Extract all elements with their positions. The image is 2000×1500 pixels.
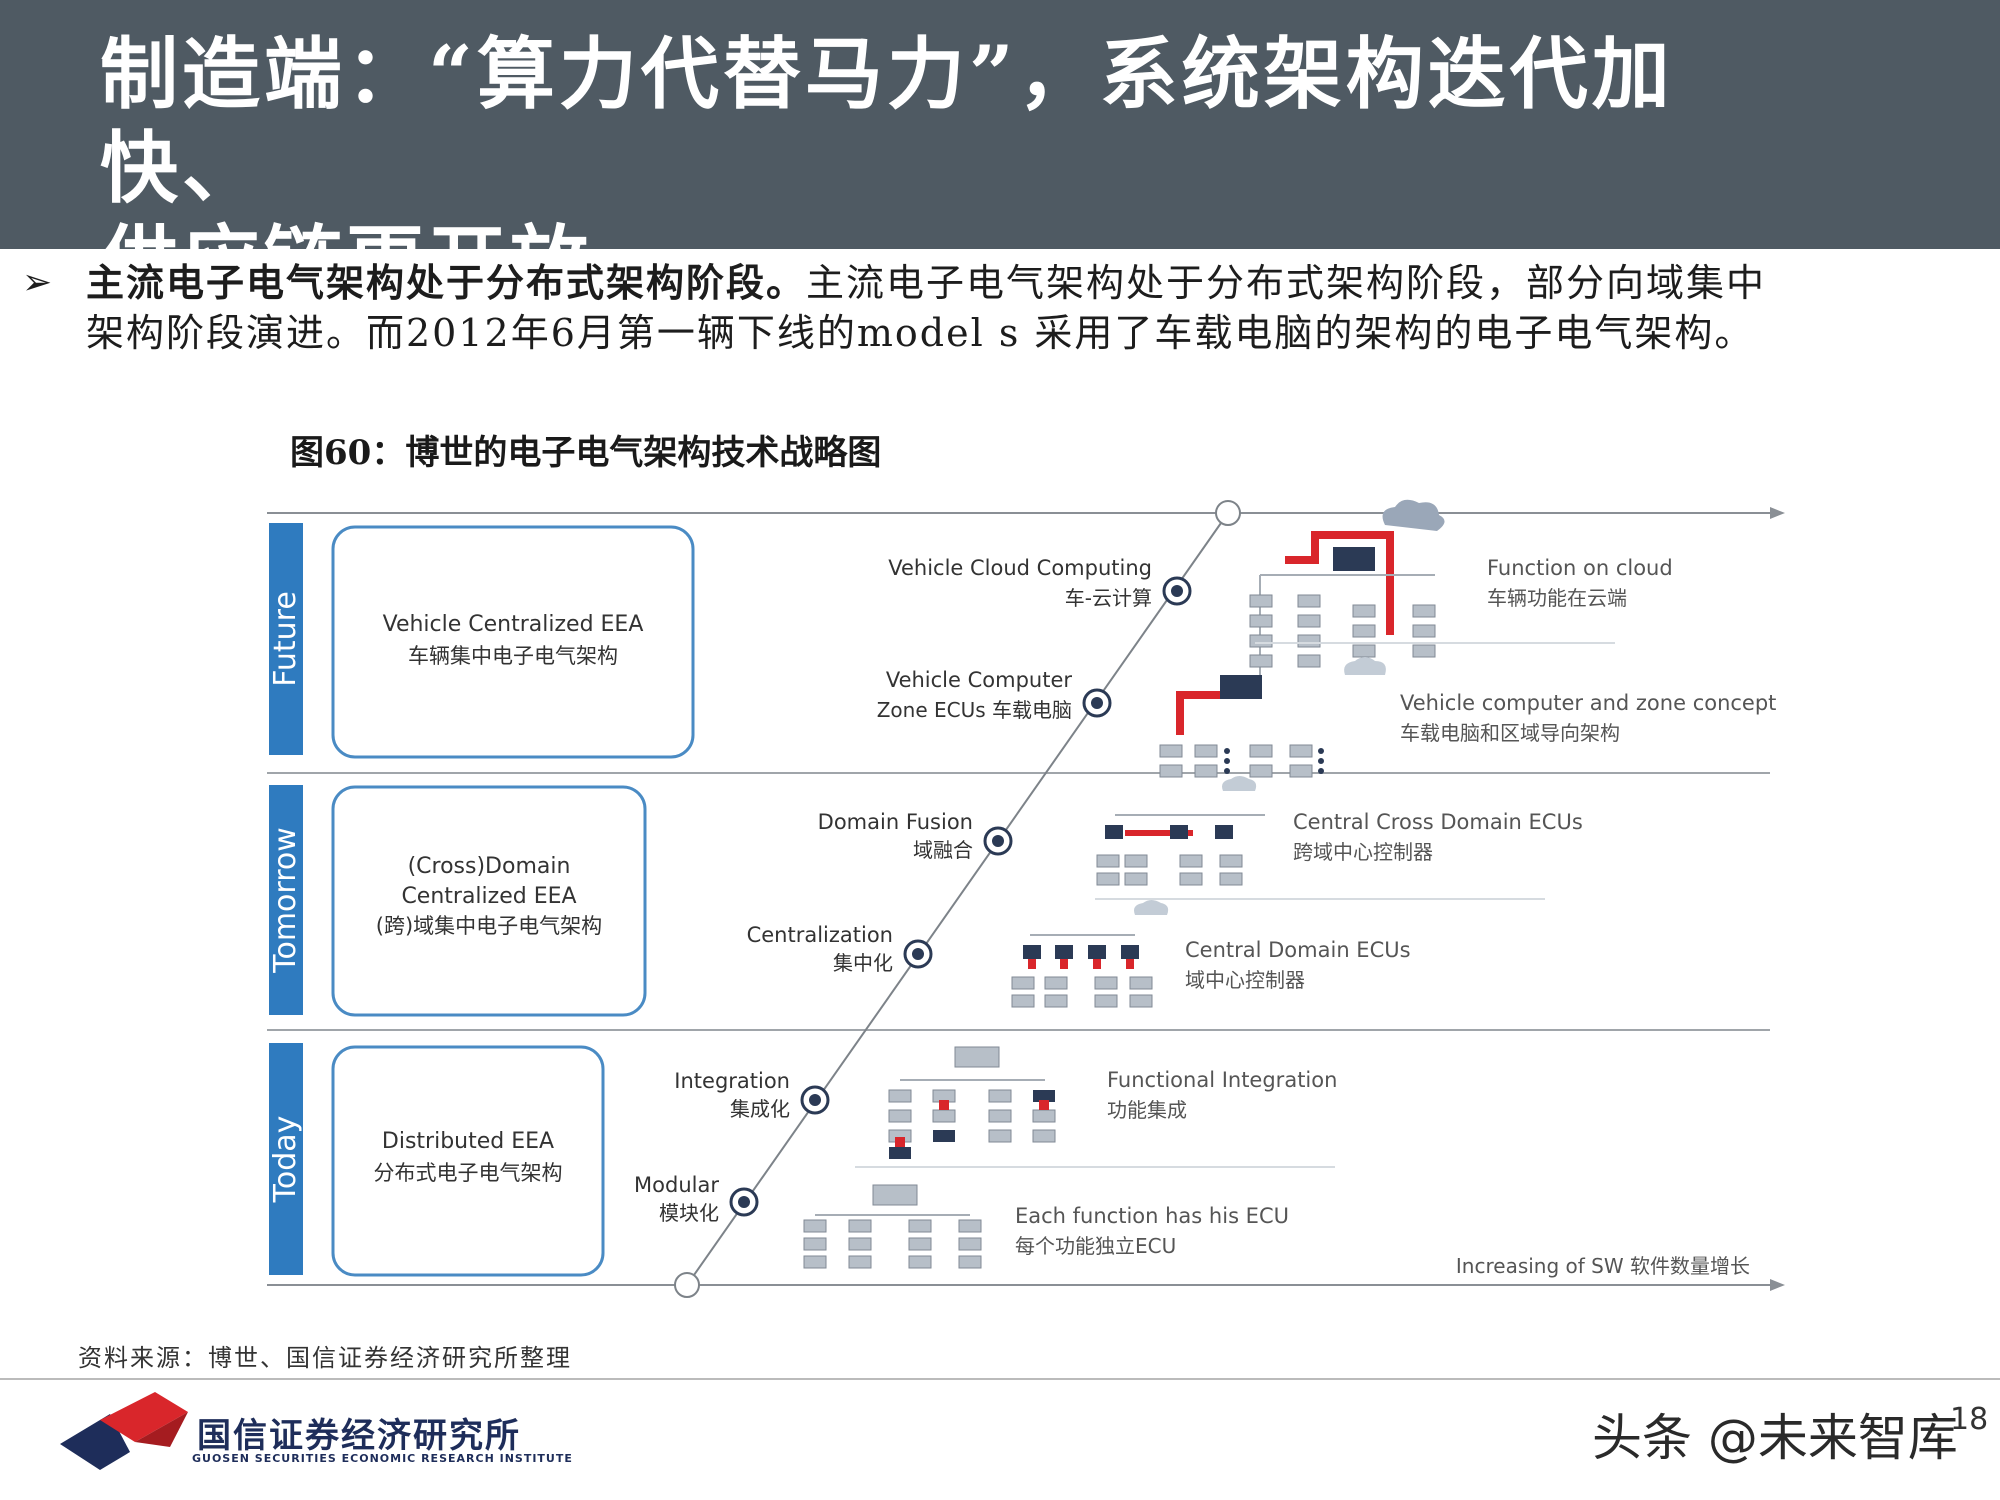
step-cloud-cn: 车-云计算 [1065, 586, 1152, 610]
guosen-logo-icon [60, 1392, 188, 1470]
title-line-1: 制造端：“算力代替马力”，系统架构迭代加快、 [100, 29, 1674, 214]
today-box-cn: 分布式电子电气架构 [374, 1161, 563, 1185]
progression-line [686, 512, 1229, 1286]
step-int-cn: 集成化 [730, 1097, 790, 1121]
phase-bar-future [269, 523, 303, 755]
step-mod-en: Modular [634, 1173, 719, 1197]
step-mod-cn: 模块化 [659, 1201, 719, 1225]
tomorrow-box-en-2: Centralized EEA [401, 884, 576, 909]
top-axis-arrowhead [1770, 507, 1785, 519]
step-node-domain-fusion [983, 826, 1013, 856]
phase-bar-tomorrow [269, 785, 303, 1015]
figure-caption: 图60：博世的电子电气架构技术战略图 [290, 433, 882, 473]
phase-box-tomorrow [331, 785, 647, 1017]
desc-int-cn: 功能集成 [1107, 1098, 1187, 1122]
tomorrow-box-en-1: (Cross)Domain [408, 854, 571, 879]
phase-box-today [331, 1045, 605, 1277]
eea-strategy-diagram: Future Tomorrow Today Vehicle Centralize… [267, 499, 1785, 1298]
bottom-axis-arrowhead [1770, 1279, 1785, 1291]
step-vc-en: Vehicle Computer [886, 668, 1073, 692]
step-node-modular [729, 1187, 759, 1217]
phase-label-today: Today [268, 1116, 303, 1204]
bullet-body-line-1: 主流电子电气架构处于分布式架构阶段，部分向域集中 [806, 261, 1767, 305]
title-banner: 制造端：“算力代替马力”，系统架构迭代加快、 供应链更开放 [0, 0, 2000, 308]
desc-vc-en: Vehicle computer and zone concept [1400, 691, 1776, 715]
bullet-body-line-2: 架构阶段演进。而2012年6月第一辆下线的model s 采用了车载电脑的架构的… [86, 311, 1755, 355]
phase-bar-today [269, 1043, 303, 1275]
footer-divider [0, 1378, 2000, 1380]
vehicle-computer-illustration [1159, 657, 1386, 778]
desc-mod-cn: 每个功能独立ECU [1015, 1234, 1176, 1258]
source-note: 资料来源：博世、国信证券经济研究所整理 [78, 1344, 572, 1372]
central-domain-illustration [1011, 900, 1169, 1008]
functional-integration-illustration [855, 1046, 1335, 1168]
page-title: 制造端：“算力代替马力”，系统架构迭代加快、 供应链更开放 [100, 28, 1800, 310]
step-cz-cn: 集中化 [833, 951, 893, 975]
desc-cz-en: Central Domain ECUs [1185, 938, 1411, 962]
tomorrow-box-cn: (跨)域集中电子电气架构 [376, 914, 602, 938]
desc-mod-en: Each function has his ECU [1015, 1204, 1289, 1228]
arrow-bullet-icon: ➢ [22, 262, 53, 303]
step-cz-en: Centralization [747, 923, 893, 947]
title-line-2: 供应链更开放 [100, 217, 593, 308]
modular-illustration [803, 1184, 982, 1269]
bullet-lead: 主流电子电气架构处于分布式架构阶段。 [86, 260, 807, 305]
today-box-en: Distributed EEA [382, 1129, 554, 1154]
future-box-cn: 车辆集中电子电气架构 [408, 644, 618, 668]
step-vc-en2: Zone ECUs 车载电脑 [877, 698, 1072, 722]
progression-start-node [674, 1272, 700, 1298]
step-node-integration [800, 1085, 830, 1115]
step-node-centralization [903, 939, 933, 969]
desc-df-en: Central Cross Domain ECUs [1293, 810, 1583, 834]
x-axis-label: Increasing of SW 软件数量增长 [1456, 1254, 1750, 1278]
step-node-cloud [1162, 576, 1192, 606]
phase-box-future [331, 525, 695, 759]
future-box-en: Vehicle Centralized EEA [383, 612, 644, 637]
org-name-cn: 国信证券经济研究所 [197, 1416, 521, 1456]
step-cloud-en: Vehicle Cloud Computing [888, 556, 1152, 580]
desc-cloud-en: Function on cloud [1487, 556, 1673, 580]
phase-label-future: Future [268, 591, 303, 687]
progression-end-node [1215, 500, 1241, 526]
step-df-cn: 域融合 [913, 838, 973, 862]
watermark-text: 头条 @未来智库 [1592, 1409, 1958, 1467]
desc-df-cn: 跨域中心控制器 [1293, 840, 1433, 864]
desc-cloud-cn: 车辆功能在云端 [1487, 586, 1627, 610]
step-df-en: Domain Fusion [818, 810, 973, 834]
desc-vc-cn: 车载电脑和区域导向架构 [1400, 721, 1620, 745]
page-number: 18 [1950, 1402, 1989, 1437]
cloud-architecture-illustration [1249, 499, 1615, 695]
step-node-vehicle-computer [1082, 688, 1112, 718]
domain-fusion-illustration [1095, 776, 1545, 900]
desc-cz-cn: 域中心控制器 [1185, 968, 1305, 992]
bullet-text: 主流电子电气架构处于分布式架构阶段。主流电子电气架构处于分布式架构阶段，部分向域… [86, 258, 1982, 358]
phase-label-tomorrow: Tomorrow [268, 827, 303, 974]
step-int-en: Integration [674, 1069, 790, 1093]
desc-int-en: Functional Integration [1107, 1068, 1337, 1092]
org-name-en: GUOSEN SECURITIES ECONOMIC RESEARCH INST… [192, 1452, 573, 1465]
